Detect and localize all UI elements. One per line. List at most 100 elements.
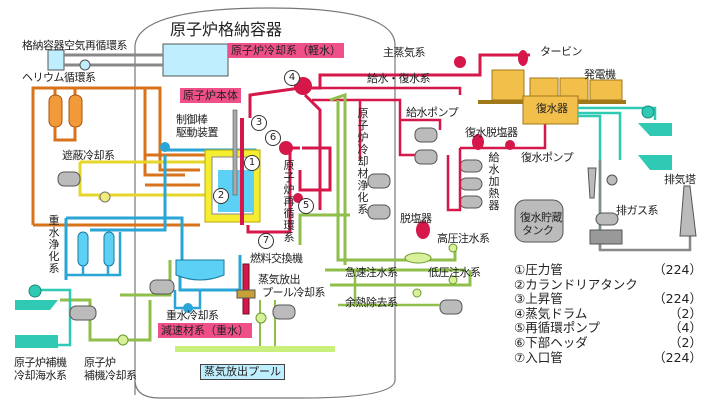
label-containment-air: 格納容器空気再循環系 [22, 39, 128, 52]
label-turbine: タービン [540, 45, 583, 58]
lp-injection-pump [448, 275, 458, 285]
label-aux-cooling-2: 補機冷却系 [84, 369, 137, 382]
label-cond-pump: 復水ポンプ [521, 151, 574, 164]
label-feedwater: 給水・復水系 [367, 72, 431, 85]
marker-2: 2 [213, 188, 229, 204]
label-condenser: 復水器 [536, 102, 568, 115]
eccs-accumulator [404, 252, 432, 264]
aux-hx [69, 305, 97, 321]
containment-title: 原子炉格納容器 [170, 20, 283, 39]
marker-5: 5 [298, 198, 314, 214]
air-recirc-fan-icon [79, 59, 91, 71]
marker-3: 3 [251, 115, 267, 131]
recirc-loop [298, 146, 332, 192]
legend-item: ②カランドリアタンク [514, 276, 638, 292]
helium-tank-2 [68, 94, 83, 128]
label-feed-heater: 給水加熱器 [488, 151, 500, 212]
legend-item: ①圧力管（224） [514, 262, 702, 277]
demineralizer [416, 221, 430, 239]
legend-item: ③上昇管（224） [514, 291, 702, 307]
label-heavy-water-cooling: 重水冷却系 [166, 309, 219, 322]
label-lp-injection: 低圧注水系 [428, 266, 481, 279]
label-shield-cooling: 遮蔽冷却系 [62, 149, 115, 162]
main-steam-line [248, 53, 530, 118]
steam-valve [454, 56, 466, 68]
feed-pump-1 [414, 127, 438, 143]
riser-pipe [246, 146, 300, 234]
shield-heat-exchanger [57, 171, 81, 187]
label-cond-tank-2: タンク [522, 224, 554, 237]
calandria-dump-tank [175, 259, 225, 281]
purif-hx-2 [367, 204, 391, 220]
control-rod-pump-icon [160, 142, 170, 152]
label-heavy-water-purif: 重水浄化系 [48, 214, 60, 275]
aux-green-pipes [298, 92, 472, 287]
condenser-body [522, 95, 579, 125]
shield-pump-icon [99, 191, 111, 203]
air-recirc-unit-left [47, 49, 65, 71]
label-fuel-exchanger: 燃料交換機 [250, 252, 303, 265]
marker-4: 4 [284, 70, 300, 86]
aux-hx-2 [149, 279, 175, 295]
lower-header [279, 141, 293, 155]
legend-item: ⑥下部ヘッダ（2） [514, 334, 702, 350]
seawater-intake-2 [638, 155, 672, 170]
label-reactor-body: 原子炉本体 [180, 88, 241, 103]
label-helium: ヘリウム循環系 [22, 71, 96, 84]
label-primary-coolant: 原子炉冷却系（軽水） [228, 43, 344, 58]
label-feed-pump: 給水ポンプ [406, 106, 459, 119]
generator-body [589, 79, 623, 101]
label-recirc: 原子炉再循環系 [283, 159, 295, 244]
label-control-rod-1: 制御棒 [176, 113, 208, 126]
legend-item: ④蒸気ドラム（2） [514, 305, 702, 321]
marker-7: 7 [258, 233, 274, 249]
aux-seawater-basin-1 [15, 300, 58, 310]
turbine-hp [491, 69, 525, 101]
aux-seawater-basin-2 [15, 335, 58, 348]
offgas-blower [606, 174, 618, 186]
legend-item: ⑦入口管（224） [514, 349, 702, 365]
aux-seawater-pump [28, 284, 42, 298]
hw-tank-1 [77, 231, 89, 267]
offgas-hx [595, 212, 619, 226]
marker-1: 1 [244, 155, 260, 171]
pool-cooling-hx [272, 304, 296, 320]
exhaust-stack [679, 185, 697, 237]
feed-heater-2 [459, 177, 483, 191]
offgas-holdup [589, 229, 623, 245]
rhr-pump [412, 288, 422, 298]
control-rod [232, 109, 238, 196]
label-control-rod-2: 駆動装置 [176, 126, 219, 139]
hp-injection-pump [448, 243, 458, 253]
label-emergency-injection: 急速注水系 [345, 266, 398, 279]
feed-heater-1 [459, 159, 483, 173]
label-rhr: 余熱除去系 [345, 296, 398, 309]
pool-cooling-pump [255, 312, 267, 324]
label-demineralizer: 脱塩器 [400, 212, 432, 225]
label-pool-cooling-2: プール冷却系 [262, 286, 326, 299]
label-aux-seawater-2: 冷却海水系 [14, 369, 67, 382]
label-cond-demin: 復水脱塩器 [465, 126, 518, 139]
component-legend: ①圧力管（224） ②カランドリアタンク ③上昇管（224） ④蒸気ドラム（2）… [514, 262, 702, 365]
label-cond-tank-1: 復水貯蔵 [520, 211, 563, 224]
containment-vessel-outline [134, 7, 396, 399]
feed-pump-2 [414, 149, 438, 165]
label-aux-seawater-1: 原子炉補機 [14, 356, 67, 369]
label-main-steam: 主蒸気系 [383, 46, 426, 59]
feed-heater-3 [459, 195, 483, 209]
label-coolant-purif: 原子炉冷却材浄化系 [357, 107, 369, 216]
air-recirc-unit-right [162, 43, 229, 77]
label-moderator: 減速材系（重水） [158, 323, 252, 338]
label-stack: 排気塔 [664, 173, 696, 186]
label-hp-injection: 高圧注水系 [437, 232, 490, 245]
rhr-hx [439, 299, 463, 315]
condensate-tank [514, 199, 564, 243]
steam-pool-bar [175, 346, 335, 352]
seawater-intake-1 [638, 123, 672, 136]
legend-item: ⑤再循環ポンプ（4） [514, 320, 702, 336]
aux-cooling-pump [117, 334, 129, 346]
cond-demineralizer [472, 134, 484, 150]
helium-tank-1 [48, 94, 63, 128]
